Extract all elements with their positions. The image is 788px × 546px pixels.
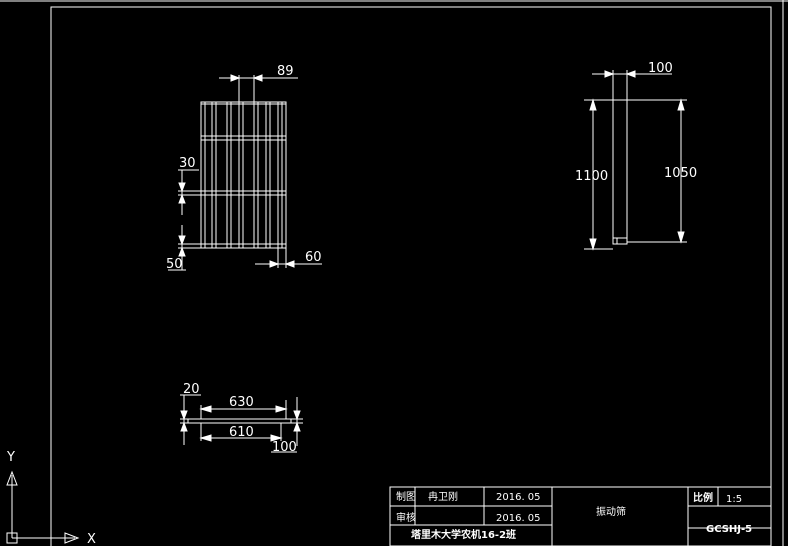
sieve-frame-view[interactable] <box>200 101 287 249</box>
dimension-60[interactable] <box>255 248 322 268</box>
drawing-border <box>50 6 772 546</box>
tb-school: 塔里木大学农机16-2班 <box>411 528 516 541</box>
dimension-1100[interactable] <box>584 98 613 251</box>
bar-detail-view[interactable] <box>187 418 292 424</box>
tb-scale-label: 比例 <box>693 491 713 504</box>
title-block[interactable] <box>389 486 772 546</box>
dim-text-100-top: 100 <box>648 61 673 76</box>
tb-drawn-date: 2016. 05 <box>496 492 541 503</box>
dim-text-60: 60 <box>305 250 322 265</box>
dim-text-50: 50 <box>166 257 183 272</box>
dimension-1050[interactable] <box>627 98 687 244</box>
dimension-89[interactable] <box>219 74 298 102</box>
dim-text-610: 610 <box>229 425 254 440</box>
dim-text-1100: 1100 <box>575 169 608 184</box>
dim-text-20: 20 <box>183 382 200 397</box>
dim-text-100-bottom: 100 <box>272 440 297 455</box>
ucs-x-label: X <box>87 532 96 546</box>
dimension-20[interactable] <box>180 394 201 445</box>
tb-drawn-label: 制图 <box>396 490 416 503</box>
dim-text-30: 30 <box>179 156 196 171</box>
dim-text-89: 89 <box>277 64 294 79</box>
dimension-50[interactable] <box>168 225 201 271</box>
dim-text-630: 630 <box>229 395 254 410</box>
dim-text-1050: 1050 <box>664 166 697 181</box>
dimension-610[interactable] <box>199 423 283 442</box>
tb-checked-label: 审核 <box>396 511 416 524</box>
dimension-630[interactable] <box>199 400 288 419</box>
ucs-icon <box>6 470 80 544</box>
tb-scale-value: 1:5 <box>726 494 742 505</box>
tb-drawn-name: 冉卫刚 <box>428 490 458 503</box>
tb-drawing-no: GCSHJ-5 <box>706 524 752 535</box>
tb-part-name: 振动筛 <box>596 505 626 518</box>
ucs-y-label: Y <box>6 450 15 465</box>
tb-checked-date: 2016. 05 <box>496 513 541 524</box>
side-view[interactable] <box>612 99 628 245</box>
dimension-100-bottom[interactable] <box>271 397 303 453</box>
dimension-100-top[interactable] <box>592 70 672 100</box>
dimension-30[interactable] <box>178 169 201 215</box>
